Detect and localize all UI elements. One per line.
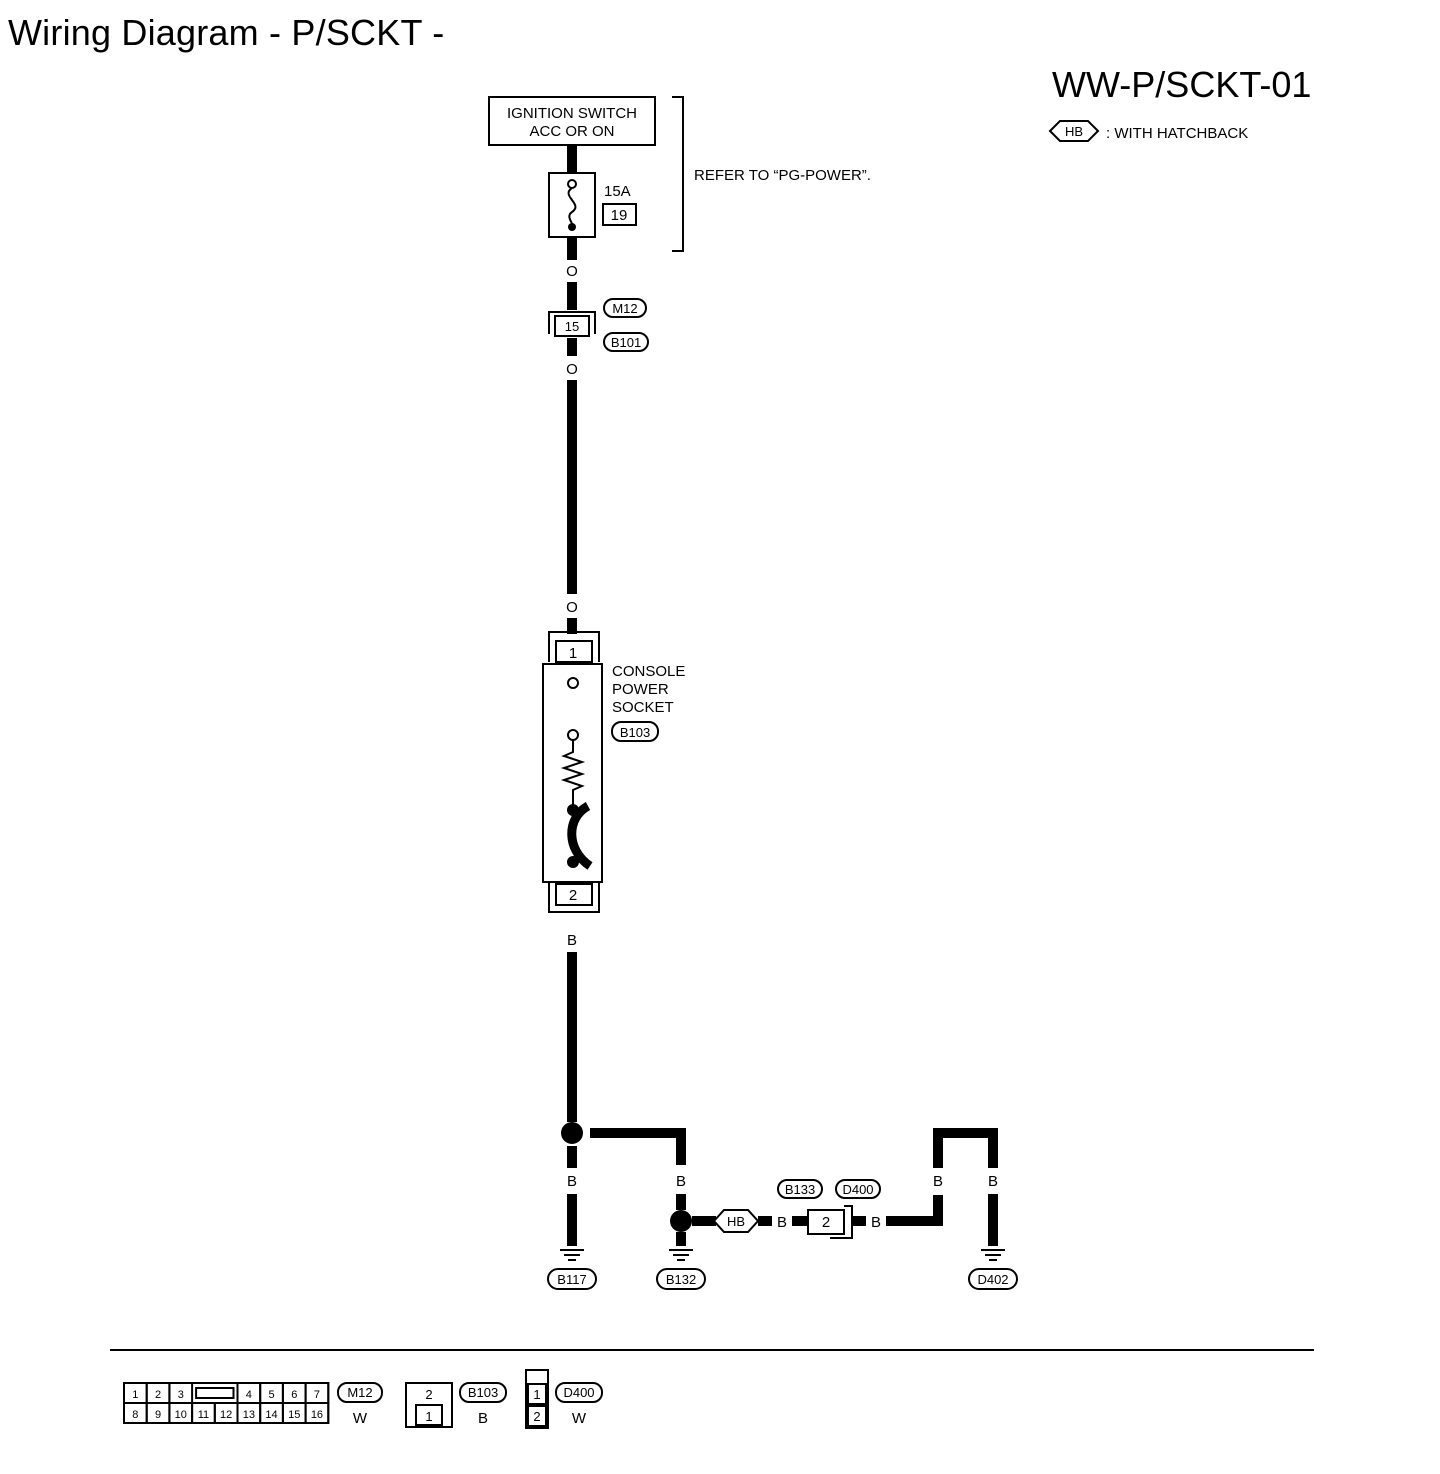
connector-face-b103: 2 1 <box>405 1382 453 1428</box>
connector-badge-m12: M12 <box>603 298 647 318</box>
m12-pin-label: 11 <box>198 1409 209 1421</box>
joint-pin: 15 <box>565 319 579 334</box>
svg-text:B101: B101 <box>611 335 641 350</box>
svg-text:HB: HB <box>727 1214 745 1229</box>
connector-face-d400: 1 2 <box>525 1369 549 1429</box>
footer-m12-color: W <box>353 1410 368 1427</box>
footer-d400-color: W <box>572 1410 587 1427</box>
wire-d402-loop <box>933 1128 998 1168</box>
socket-label-line2: POWER <box>612 681 669 698</box>
connector-badge-d400: D400 <box>835 1179 881 1199</box>
svg-text:B133: B133 <box>785 1182 815 1197</box>
socket-terminal-top <box>567 677 579 689</box>
svg-text:1: 1 <box>425 1409 432 1424</box>
m12-pin-label: 16 <box>311 1409 323 1421</box>
wire-branch-right <box>590 1128 686 1165</box>
wire-color-b-far2: B <box>988 1173 998 1190</box>
footer-badge-d400: D400 <box>555 1382 603 1403</box>
wire-to-d402-up <box>886 1195 943 1226</box>
m12-pin-label: 6 <box>291 1389 297 1401</box>
socket-pin-top: 1 <box>569 645 577 662</box>
m12-pin-label: 1 <box>132 1389 138 1401</box>
m12-pin-label: 2 <box>155 1389 161 1401</box>
svg-text:1: 1 <box>533 1387 540 1402</box>
wire-color-o2: O <box>566 361 578 378</box>
m12-cell <box>168 1382 194 1404</box>
svg-text:M12: M12 <box>612 301 637 316</box>
wire-color-b-far1: B <box>933 1173 943 1190</box>
ground-b132: B132 <box>656 1249 706 1290</box>
console-power-socket <box>542 663 603 883</box>
svg-text:2: 2 <box>533 1409 540 1424</box>
hb-tag: HB <box>712 1209 760 1233</box>
ground-b117: B117 <box>547 1249 597 1290</box>
m12-pin-label: 10 <box>175 1409 187 1421</box>
m12-pin-label: 9 <box>155 1409 161 1421</box>
splice-main <box>561 1122 583 1144</box>
page-title: Wiring Diagram - P/SCKT - <box>8 12 445 53</box>
wire-color-o3: O <box>566 599 578 616</box>
svg-text:B117: B117 <box>557 1272 586 1287</box>
fuse-number-box <box>602 203 637 226</box>
wire-color-b-hb: B <box>777 1214 787 1231</box>
socket-label-line3: SOCKET <box>612 699 674 716</box>
socket-contact-arc <box>567 802 593 870</box>
m12-pin-label: 3 <box>178 1389 184 1401</box>
connector-badge-b133: B133 <box>777 1179 823 1199</box>
socket-connector-top <box>548 631 600 663</box>
ignition-line2: ACC OR ON <box>529 123 614 140</box>
socket-pin-bottom: 2 <box>569 887 577 904</box>
ignition-line1: IGNITION SWITCH <box>507 105 637 122</box>
socket-connector-bottom <box>548 882 600 913</box>
legend-text: : WITH HATCHBACK <box>1106 125 1248 142</box>
socket-terminal-mid <box>567 729 579 741</box>
wire-color-b-right: B <box>676 1173 686 1190</box>
m12-cell <box>304 1382 330 1404</box>
m12-pin-label: 8 <box>132 1409 138 1421</box>
connector-badge-b103: B103 <box>611 721 659 742</box>
wire-color-o1: O <box>566 263 578 280</box>
diagram-code: WW-P/SCKT-01 <box>1052 64 1312 105</box>
fuse-rating: 15A <box>604 183 631 200</box>
fuse <box>548 172 596 238</box>
footer-badge-b103: B103 <box>459 1382 507 1403</box>
heating-element <box>560 740 586 808</box>
svg-text:2: 2 <box>425 1387 432 1402</box>
m12-pin-label: 13 <box>243 1409 255 1421</box>
splice-b132 <box>670 1210 692 1232</box>
svg-text:B103: B103 <box>468 1385 498 1400</box>
m12-pin-label: 15 <box>288 1409 300 1421</box>
svg-text:B103: B103 <box>620 725 650 740</box>
fuse-number: 19 <box>611 207 628 224</box>
wire-color-b-left: B <box>567 1173 577 1190</box>
m12-pin-label: 12 <box>220 1409 232 1421</box>
wire-color-b-main: B <box>567 932 577 949</box>
footer-b103-color: B <box>478 1410 488 1427</box>
legend-hb-tag: HB <box>1048 120 1100 142</box>
legend-tag-text: HB <box>1065 124 1083 139</box>
svg-text:B132: B132 <box>666 1272 696 1287</box>
socket-label-line1: CONSOLE <box>612 663 685 680</box>
m12-pin-label: 7 <box>314 1389 320 1401</box>
svg-text:D402: D402 <box>977 1272 1008 1287</box>
m12-pin-label: 14 <box>265 1409 277 1421</box>
joint-connector <box>548 311 596 337</box>
ground-d402: D402 <box>968 1249 1018 1290</box>
m12-pin-label: 5 <box>268 1389 274 1401</box>
socket-contact-lower <box>567 856 579 868</box>
footer-badge-m12: M12 <box>337 1382 383 1403</box>
inline-connector-pin: 2 <box>822 1214 830 1231</box>
svg-text:D400: D400 <box>842 1182 873 1197</box>
m12-pin-label: 4 <box>246 1389 252 1401</box>
wire-color-b-after: B <box>871 1214 881 1231</box>
svg-text:M12: M12 <box>347 1385 372 1400</box>
refer-text: REFER TO “PG-POWER”. <box>694 167 871 184</box>
svg-text:D400: D400 <box>563 1385 594 1400</box>
connector-badge-b101: B101 <box>603 332 649 352</box>
m12-lock-tab <box>195 1387 235 1399</box>
refer-bracket <box>672 96 684 252</box>
